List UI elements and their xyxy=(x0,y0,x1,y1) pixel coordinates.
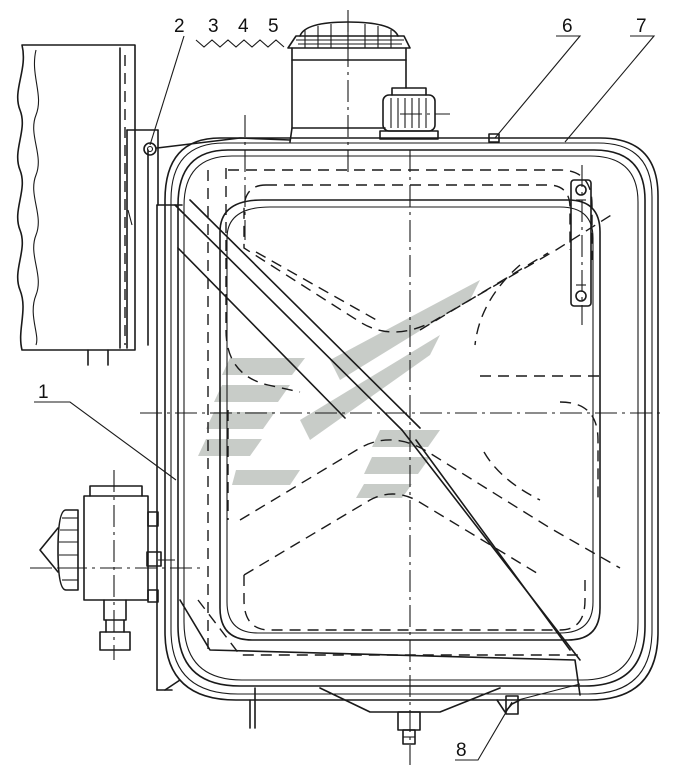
tank-body xyxy=(156,137,659,745)
mounting-bracket xyxy=(16,44,159,366)
callout-3: 3 xyxy=(208,16,219,37)
fuel-level-sender xyxy=(488,133,592,307)
cross-braces xyxy=(164,199,581,696)
callout-4: 4 xyxy=(238,16,249,37)
callout-7: 7 xyxy=(636,16,647,37)
leader-lines xyxy=(34,35,656,761)
watermark-logo xyxy=(198,280,480,498)
drain-valve xyxy=(496,683,581,715)
fuel-filter xyxy=(39,485,175,651)
callout-5: 5 xyxy=(268,16,279,37)
callout-1: 1 xyxy=(38,382,49,403)
callout-8: 8 xyxy=(456,740,467,761)
baffle-outline xyxy=(197,168,621,656)
callout-labels: 1 2 3 4 5 6 7 8 xyxy=(38,16,647,761)
callout-6: 6 xyxy=(562,16,573,37)
callout-2: 2 xyxy=(174,16,185,37)
strap-bolt xyxy=(143,137,291,156)
centerlines xyxy=(30,10,665,765)
filler-cap xyxy=(287,21,439,143)
